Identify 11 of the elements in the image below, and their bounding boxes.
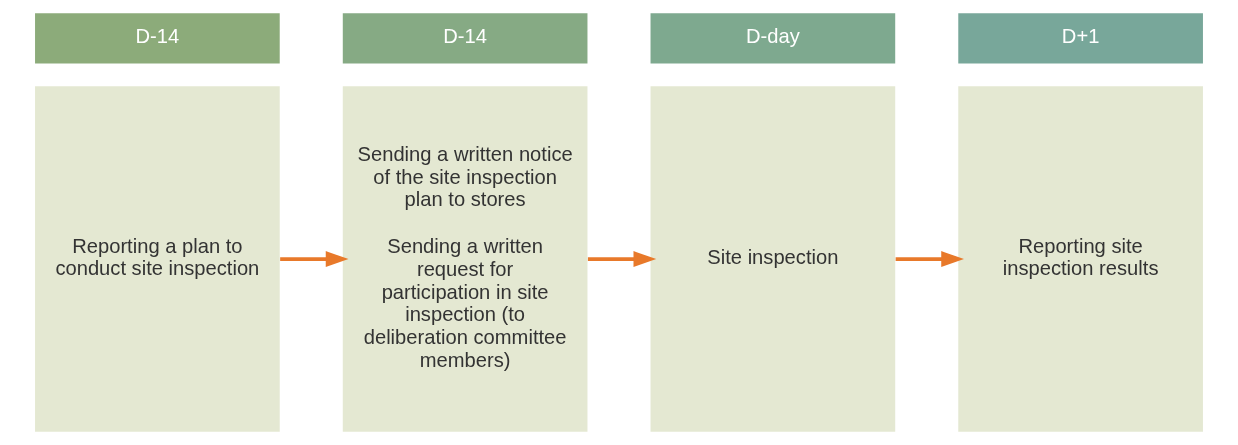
node-box: D-day (650, 13, 896, 64)
arrow (587, 251, 657, 268)
node-box: Reporting site inspection results (958, 86, 1203, 432)
arrow (280, 251, 349, 268)
node-box: Sending a written notice of the site inspection plan to stores Sending a written request for participation in site inspection (to deliberation committee members) (342, 86, 588, 432)
node-box: D-14 (35, 13, 280, 64)
node-box: D+1 (958, 13, 1203, 64)
arrow (895, 251, 964, 268)
node-box: Site inspection (650, 86, 896, 432)
node-box: Reporting a plan to conduct site inspection (35, 86, 280, 432)
node-box: D-14 (342, 13, 588, 64)
